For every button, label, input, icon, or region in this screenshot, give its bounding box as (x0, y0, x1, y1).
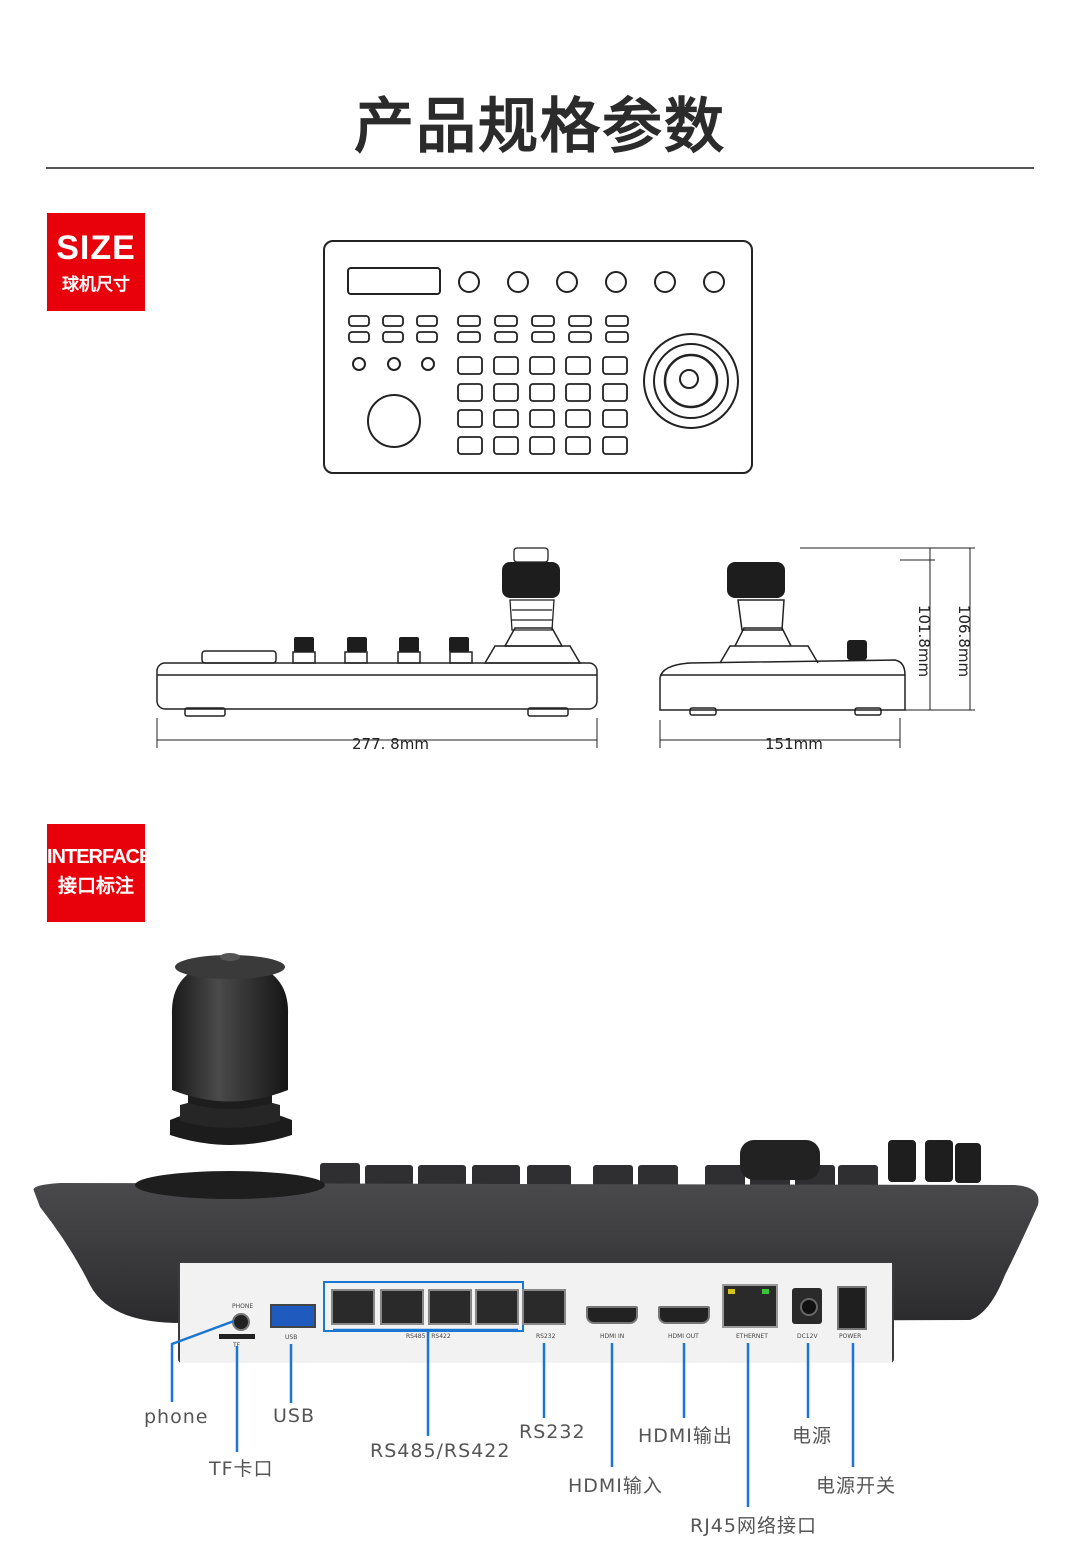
callout-rs485: RS485/RS422 (370, 1440, 511, 1462)
title-divider (46, 167, 1034, 169)
rs485-port-3[interactable] (428, 1289, 472, 1325)
callout-usb: USB (273, 1405, 316, 1427)
rs485-port-4[interactable] (475, 1289, 519, 1325)
length-dimension: 277. 8mm (352, 735, 429, 753)
size-badge-cn: 球机尺寸 (62, 275, 130, 295)
callout-power: 电源 (792, 1425, 833, 1447)
power-panel-label: POWER (839, 1333, 862, 1340)
front-view-drawing (156, 547, 598, 748)
dc-jack-hole (800, 1298, 818, 1316)
callout-phone: phone (144, 1406, 209, 1428)
hdmi-in-port[interactable] (586, 1306, 638, 1324)
callout-rs232: RS232 (519, 1421, 586, 1443)
hdmi-in-panel-label: HDMI IN (600, 1333, 625, 1340)
callout-hdmi-out: HDMI输出 (638, 1425, 733, 1447)
usb-port[interactable] (270, 1304, 316, 1328)
phone-panel-label: PHONE (232, 1303, 254, 1310)
callout-power-switch: 电源开关 (816, 1475, 897, 1497)
ethernet-led-left (728, 1289, 735, 1294)
usb-panel-label: USB (285, 1334, 298, 1341)
hdmi-out-panel-label: HDMI OUT (668, 1333, 699, 1340)
interface-badge-en: INTERFACE (47, 846, 152, 868)
top-view-drawing (323, 240, 753, 474)
tf-panel-label: TF (233, 1342, 241, 1349)
callout-rj45: RJ45网络接口 (690, 1515, 817, 1537)
side-view-drawing (659, 547, 975, 748)
rs485-port-2[interactable] (380, 1289, 424, 1325)
hdmi-out-port[interactable] (658, 1306, 710, 1324)
interface-badge: INTERFACE 接口标注 (47, 824, 152, 922)
width-dimension: 151mm (765, 735, 823, 753)
interface-badge-cn: 接口标注 (57, 875, 134, 897)
size-badge: SIZE 球机尺寸 (47, 213, 145, 311)
rs232-port[interactable] (522, 1289, 566, 1325)
rs485-port-1[interactable] (331, 1289, 375, 1325)
callout-tf: TF卡口 (209, 1458, 274, 1480)
ethernet-panel-label: ETHERNET (736, 1333, 768, 1340)
ethernet-led-right (762, 1289, 769, 1294)
dc-panel-label: DC12V (797, 1333, 818, 1340)
size-badge-en: SIZE (56, 229, 136, 267)
power-switch[interactable] (837, 1286, 867, 1330)
tf-slot[interactable] (219, 1334, 255, 1339)
rs232-panel-label: RS232 (536, 1333, 556, 1340)
page-title: 产品规格参数 (354, 92, 726, 162)
callout-hdmi-in: HDMI输入 (568, 1475, 663, 1497)
